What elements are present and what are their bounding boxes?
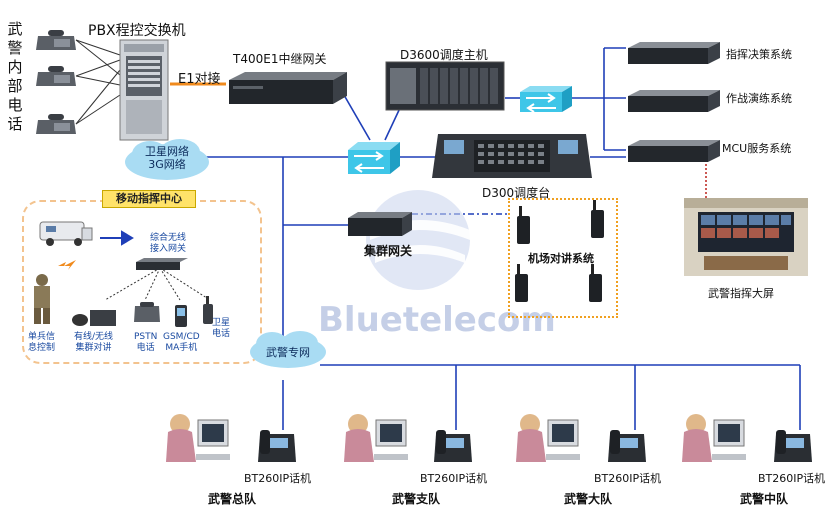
- core-switch-icon: [348, 142, 400, 174]
- gw-line: 综合无线: [150, 233, 187, 243]
- pstn-label: PSTN 电话: [134, 332, 157, 354]
- soldier-line: 息控制: [28, 343, 56, 353]
- operator-workstation-icon: [682, 414, 746, 462]
- airport-talk-area: [508, 198, 618, 318]
- soldier-line: 单兵信: [28, 332, 56, 342]
- watermark-text: Bluetelecom: [318, 300, 556, 340]
- server-icon: [628, 42, 720, 64]
- two-way-radio-icon: [72, 310, 116, 326]
- unit-label: 武警中队: [740, 492, 789, 506]
- desk-phone-icon: [36, 30, 76, 50]
- unit-label: 武警支队: [392, 492, 441, 506]
- big-screen-label: 武警指挥大屏: [708, 287, 774, 300]
- operator-workstation-icon: [166, 414, 230, 462]
- network-links: [149, 47, 801, 430]
- d3600-label: D3600调度主机: [400, 48, 488, 62]
- gsm-line: GSM/CD: [163, 332, 200, 342]
- d3600-host-icon: [385, 61, 505, 111]
- d300-console-icon: [432, 134, 592, 178]
- cloud-line: 3G网络: [148, 158, 186, 171]
- phone-links: [75, 39, 121, 125]
- operator-workstation-icon: [344, 414, 408, 462]
- pstn-phone-icon: [134, 302, 160, 322]
- pstn-line: 电话: [136, 343, 155, 353]
- ip-phone-icon: [258, 430, 296, 462]
- sat-line: 卫星: [212, 318, 231, 328]
- arrow-icon: [100, 230, 134, 246]
- sat-phone-label: 卫星 电话: [212, 318, 230, 340]
- lightning-icon: [58, 260, 76, 270]
- unit-label: 武警大队: [564, 492, 613, 506]
- rv-vehicle-icon: [39, 221, 93, 246]
- ip-phone-label: BT260IP话机: [758, 472, 826, 485]
- pstn-line: PSTN: [134, 332, 158, 342]
- ip-phone-label: BT260IP话机: [594, 472, 662, 485]
- handheld-radio-icon: [591, 200, 604, 238]
- vertical-char: 警: [7, 39, 23, 57]
- vertical-char: 武: [7, 20, 23, 38]
- system-switch-icon: [520, 86, 572, 113]
- mcu-label: MCU服务系统: [722, 142, 792, 155]
- cluster-gateway-icon: [348, 212, 412, 236]
- watermark-globe: [366, 190, 470, 290]
- airport-talk-label: 机场对讲系统: [528, 252, 594, 265]
- drill-label: 作战演练系统: [726, 92, 792, 105]
- d300-label: D300调度台: [482, 186, 551, 200]
- ww-line: 有线/无线: [74, 332, 114, 342]
- private-net-cloud-icon: [250, 331, 326, 368]
- desk-phone-icon: [36, 114, 76, 134]
- operator-workstation-icon: [516, 414, 580, 462]
- ip-phone-icon: [434, 430, 472, 462]
- e1-label: E1对接: [178, 72, 221, 87]
- ip-phone-label: BT260IP话机: [420, 472, 488, 485]
- server-icon: [628, 90, 720, 112]
- ip-phone-icon: [608, 430, 646, 462]
- t400-label: T400E1中继网关: [233, 52, 327, 66]
- vertical-char: 话: [7, 115, 23, 133]
- sat-phone-icon: [203, 296, 213, 324]
- mobile-center-banner: 移动指挥中心: [102, 190, 196, 208]
- ww-line: 集群对讲: [75, 343, 112, 353]
- handheld-radio-icon: [517, 206, 530, 244]
- pbx-cabinet-icon: [119, 39, 169, 141]
- pbx-title: PBX程控交换机: [88, 23, 186, 39]
- ip-phone-label: BT260IP话机: [244, 472, 312, 485]
- big-screen-icon: [684, 198, 808, 276]
- ip-phone-icon: [774, 430, 812, 462]
- cloud-line: 卫星网络: [145, 145, 189, 158]
- server-icon: [628, 140, 720, 162]
- gsm-label: GSM/CD MA手机: [163, 332, 200, 354]
- gw-line: 接入网关: [150, 244, 187, 254]
- desk-phone-icon: [36, 66, 76, 86]
- handheld-radio-icon: [589, 264, 602, 302]
- vertical-char: 部: [7, 77, 23, 95]
- cmd-decision-label: 指挥决策系统: [726, 48, 792, 61]
- vertical-char: 电: [7, 96, 23, 114]
- gsm-phone-icon: [175, 305, 187, 327]
- mobile-links: [104, 267, 211, 301]
- gsm-line: MA手机: [165, 343, 198, 353]
- cluster-gateway-label: 集群网关: [364, 244, 413, 258]
- soldier-ctrl-label: 单兵信 息控制: [28, 332, 55, 354]
- vertical-char: 内: [7, 58, 23, 76]
- satellite-cloud-icon: [125, 139, 209, 180]
- integrated-gateway-icon: [136, 258, 188, 270]
- unit-label: 武警总队: [208, 492, 257, 506]
- handheld-radio-icon: [515, 264, 528, 302]
- wired-wireless-label: 有线/无线 集群对讲: [74, 332, 113, 354]
- sat-line: 电话: [212, 329, 231, 339]
- integrated-gateway-label: 综合无线 接入网关: [150, 233, 186, 255]
- satellite-cloud-text: 卫星网络 3G网络: [130, 145, 204, 171]
- soldier-icon: [34, 274, 50, 324]
- t400-gateway-icon: [229, 72, 347, 104]
- private-net-label: 武警专网: [266, 346, 310, 359]
